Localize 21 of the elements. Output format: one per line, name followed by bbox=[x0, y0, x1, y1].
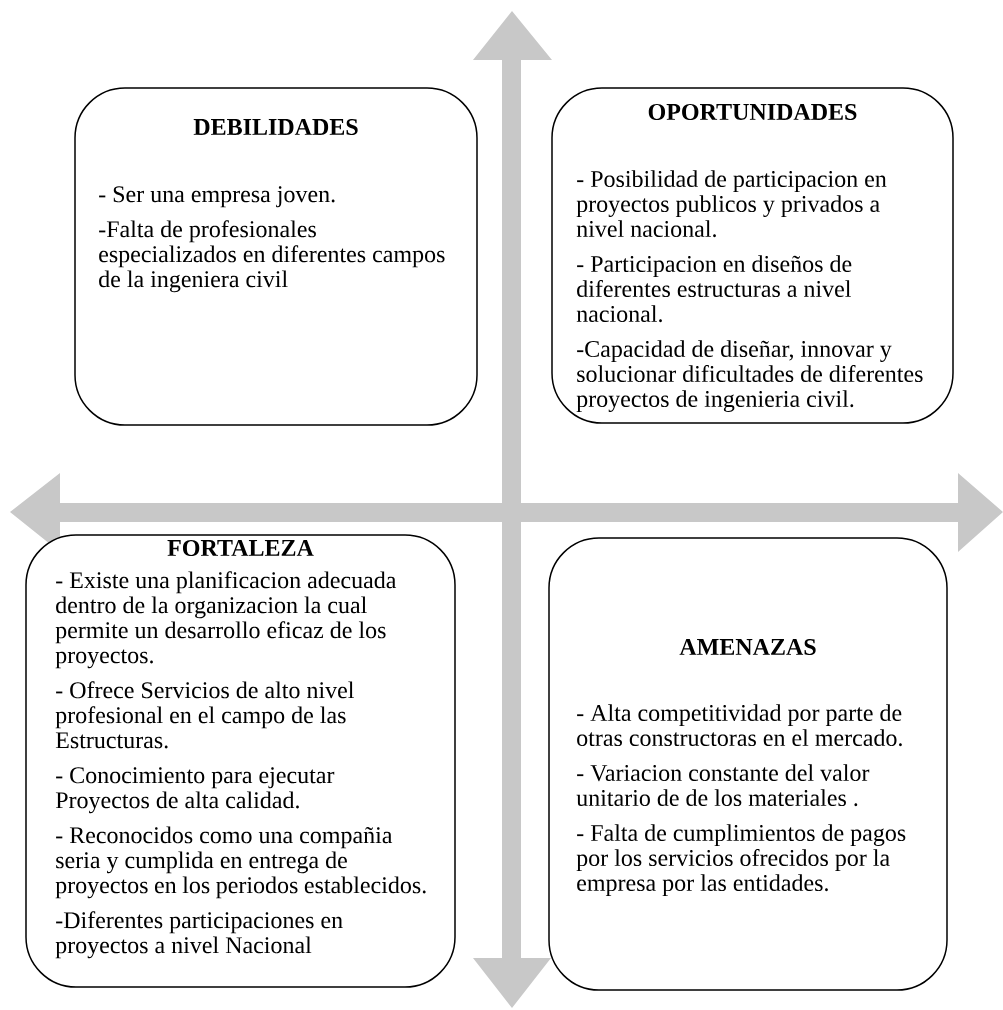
bullet-text: - Conocimiento para ejecutar Proyectos de alta calidad. bbox=[55, 767, 335, 814]
swot-box bbox=[551, 87, 954, 424]
heading: AMENAZAS bbox=[679, 638, 816, 656]
swot-box bbox=[74, 87, 478, 426]
bullet-text: - Falta de cumplimientos de pagos por los servicios ofrecidos por la empresa por las entidades. bbox=[576, 824, 906, 896]
bullet-text: - Existe una planificacion adecuada dentro de la organizacion la cual permite un desarrollo eficaz de los proyectos. bbox=[55, 571, 397, 669]
bullet-text: -Capacidad de diseñar, innovar y solucionar dificultades de diferentes proyectos de ingenieria civil. bbox=[576, 340, 923, 413]
swot-box bbox=[25, 534, 456, 988]
heading: OPORTUNIDADES bbox=[648, 103, 857, 121]
bullet-text: - Alta competitividad por parte de otras constructoras en el mercado. bbox=[577, 704, 902, 747]
swot-box bbox=[548, 537, 948, 991]
bullet-text: -Diferentes participaciones en proyectos a nivel Nacional bbox=[55, 911, 343, 959]
bullet-text: - Ofrece Servicios de alto nivel profesional en el campo de las Estructuras. bbox=[55, 681, 354, 749]
bullet-text: -Falta de profesionales especializados en diferentes campos de la ingeniera civil bbox=[99, 220, 445, 293]
heading: DEBILIDADES bbox=[193, 118, 358, 136]
bullet-text: - Variacion constante del valor unitario de de los materiales . bbox=[576, 764, 870, 807]
heading: FORTALEZA bbox=[167, 539, 314, 557]
bullet-text: - Participacion en diseños de diferentes estructuras a nivel nacional. bbox=[576, 255, 852, 323]
bullet-text: - Ser una empresa joven. bbox=[99, 186, 335, 208]
bullet-text: - Reconocidos como una compañia seria y cumplida en entrega de proyectos en los periodos establecidos. bbox=[55, 826, 426, 899]
bullet-text: - Posibilidad de participacion en proyectos publicos y privados a nivel nacional. bbox=[576, 170, 887, 238]
